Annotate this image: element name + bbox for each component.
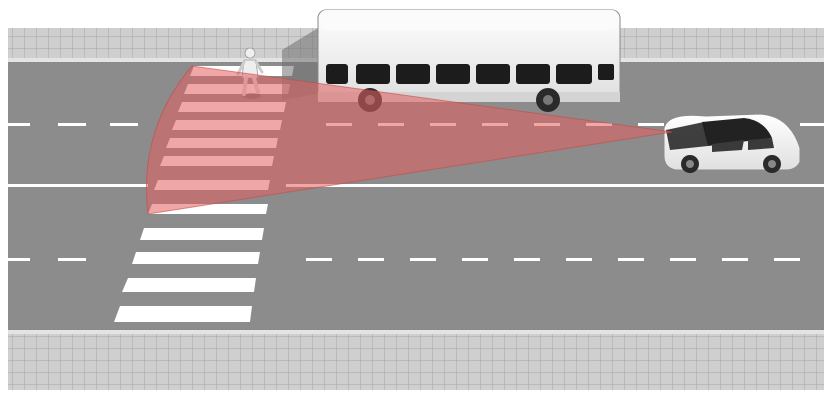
car (664, 114, 800, 173)
sidewalk-bottom (8, 330, 824, 390)
bus-windows (326, 64, 614, 84)
solid-center-line (8, 184, 824, 187)
